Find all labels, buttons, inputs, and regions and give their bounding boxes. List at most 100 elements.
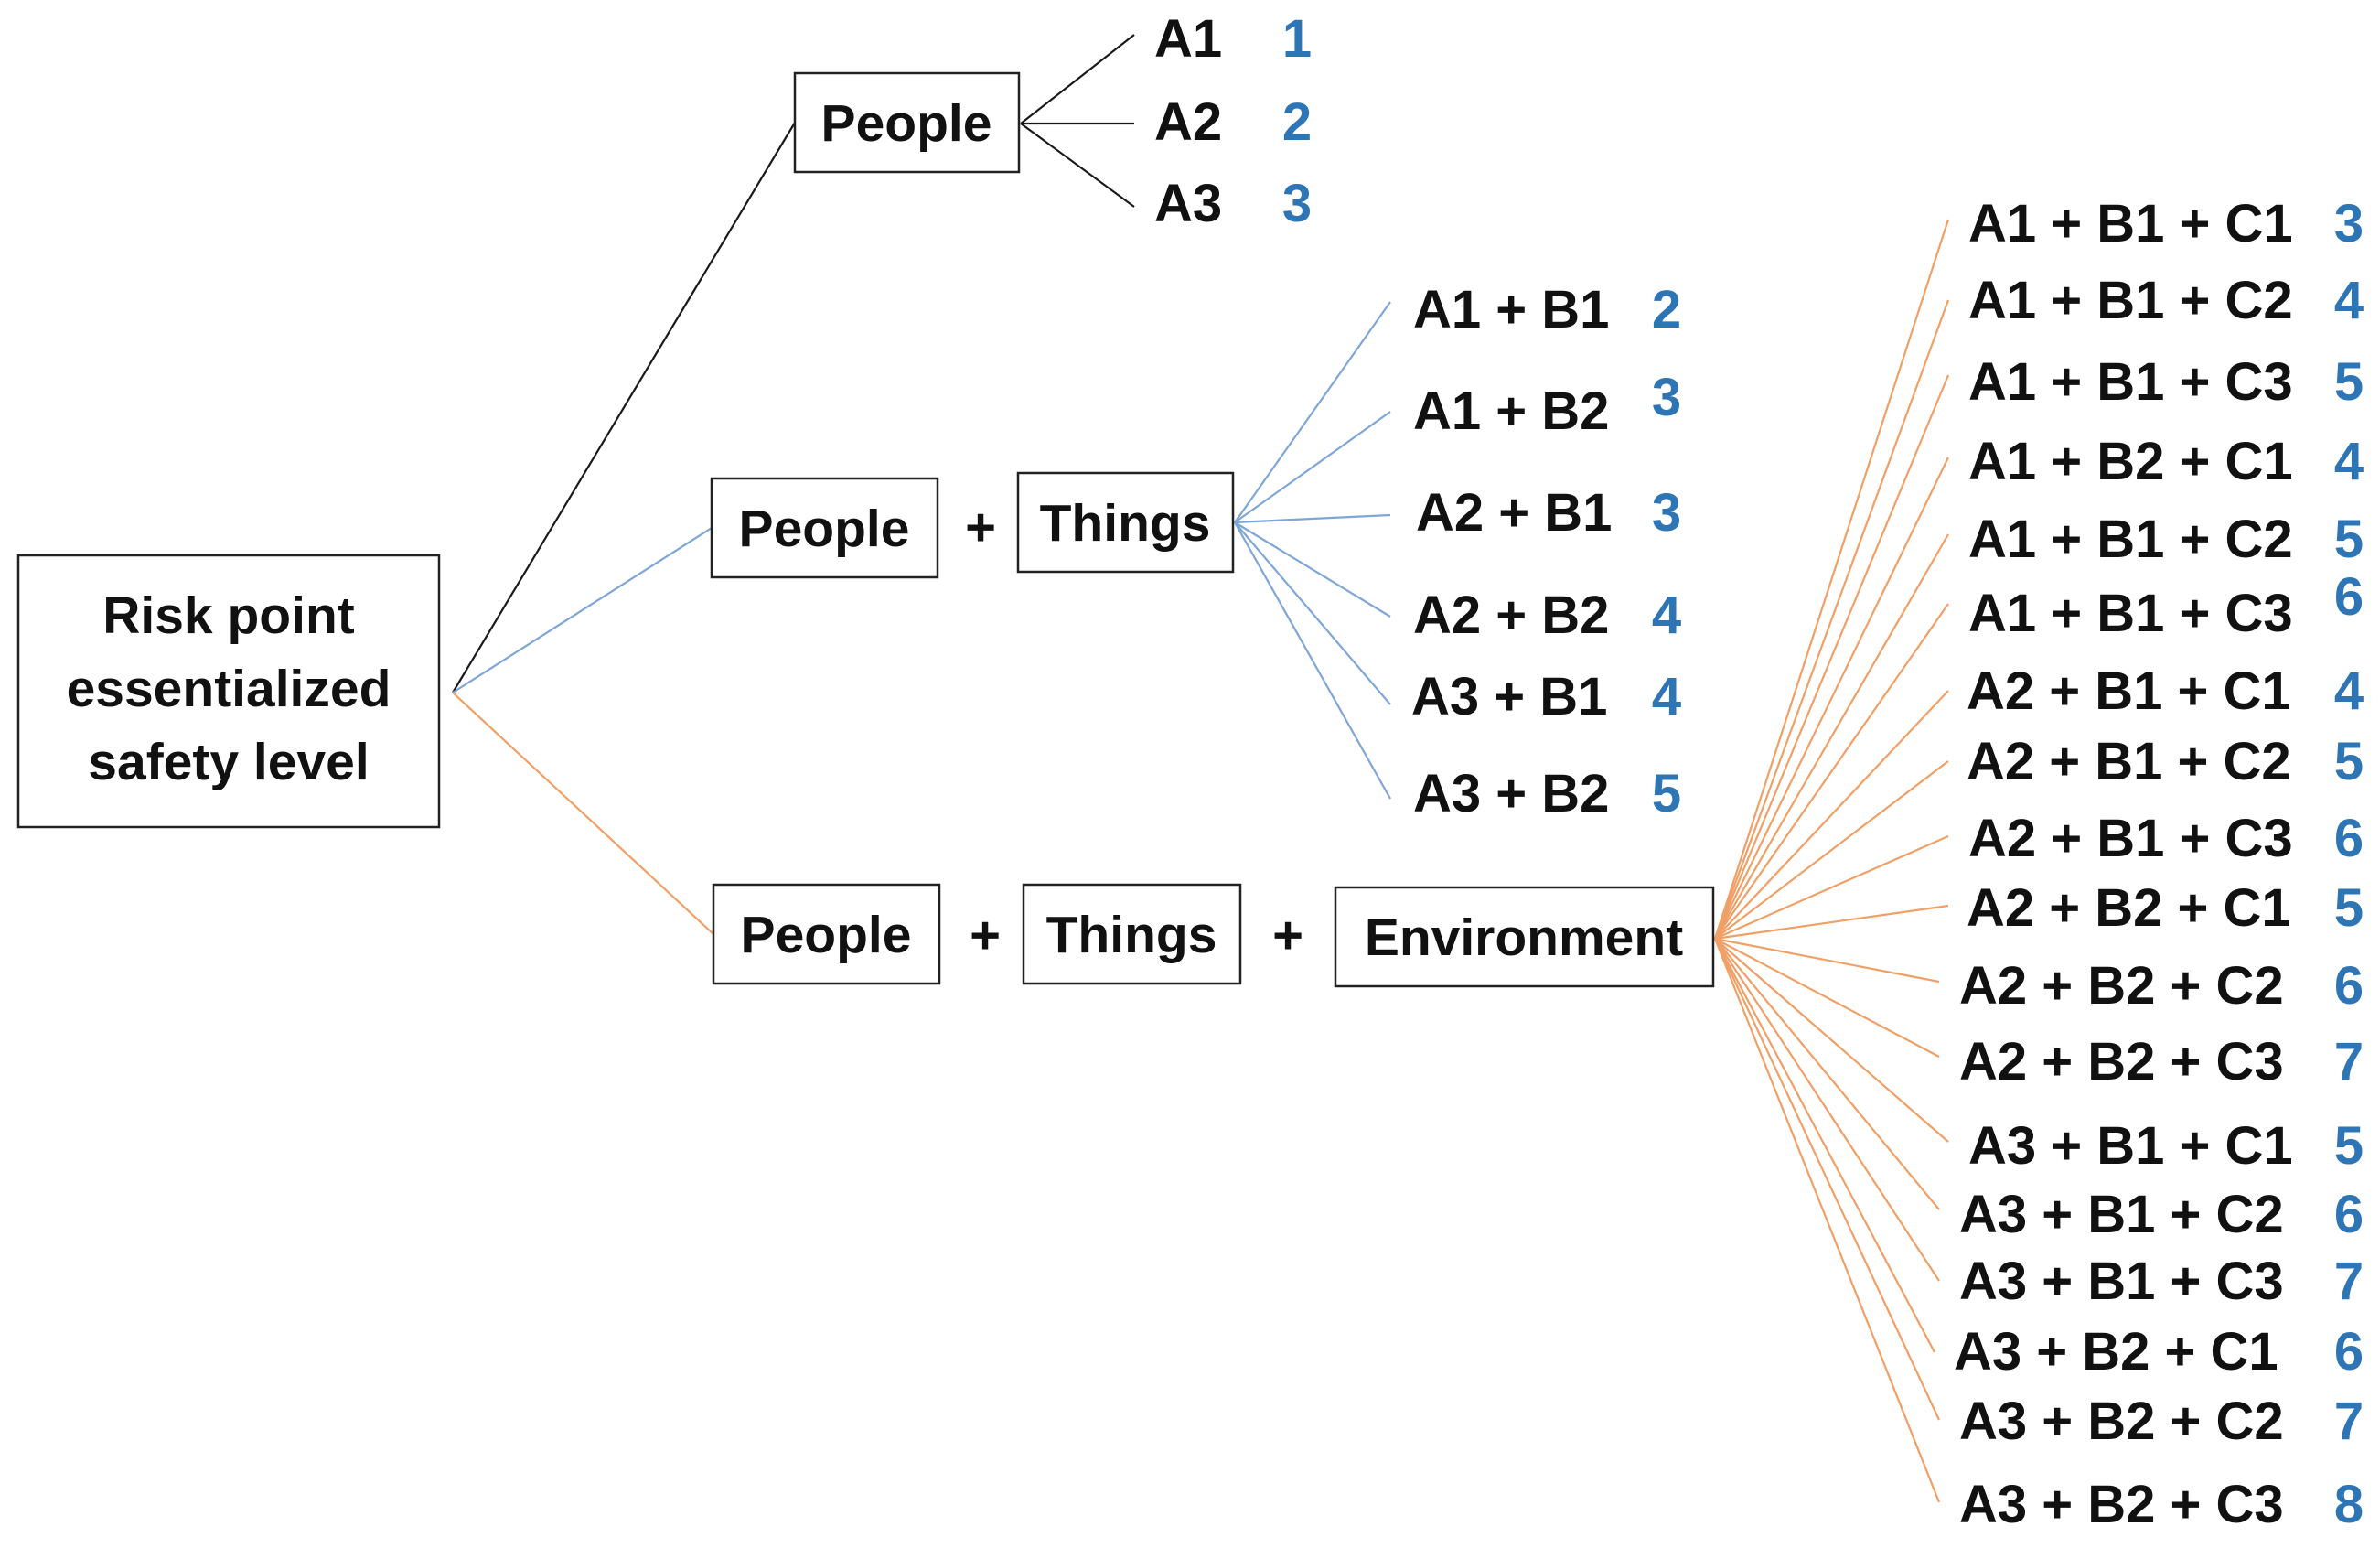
people-things-environment-leaf-line (1713, 374, 1950, 940)
people-things-environment-leaf-line (1714, 938, 1940, 1210)
branch-people-things: People + Things (710, 471, 1235, 579)
people-things-leaf-line (1234, 301, 1391, 523)
leaf-score: 7 (2334, 1392, 2364, 1451)
leaf-score: 7 (2334, 1032, 2364, 1091)
leaf-label: A2 + B1 (1416, 483, 1612, 543)
root-line-1: Risk point (102, 586, 355, 645)
leaf-label: A1 + B2 (1413, 382, 1609, 441)
leaf-label: A1 + B1 + C2 (1968, 271, 2293, 330)
leaf-score: 5 (1652, 764, 1681, 823)
people-things-environment-leaf-line (1714, 760, 1949, 940)
leaf-score: 4 (1652, 586, 1681, 645)
people-things-environment-leaf-line (1714, 938, 1940, 1282)
leaf-score: 6 (2334, 1185, 2364, 1244)
leaf-label: A3 + B1 (1411, 667, 1607, 726)
root-box (16, 554, 441, 829)
leaf-score: 6 (2334, 567, 2364, 627)
people-things-environment-leaf-line (1713, 219, 1950, 940)
root-to-people-things-line (452, 527, 713, 693)
people-things-environment-leaf-line (1714, 904, 1949, 941)
people-things-environment-leaf-line (1714, 533, 1949, 940)
leaf-score: 2 (1652, 280, 1681, 339)
leaf-score: 2 (1282, 92, 1312, 152)
leaf-score: 1 (1282, 9, 1312, 69)
leaf-score: 6 (2334, 809, 2364, 868)
things-box-label: Things (1046, 906, 1217, 964)
root-to-people-line (452, 122, 796, 693)
leaf-score: 3 (1652, 368, 1681, 427)
leaf-label: A1 (1154, 9, 1222, 69)
people-box-label: People (739, 500, 910, 558)
leaf-score: 3 (1282, 174, 1312, 233)
leaf-score: 7 (2334, 1252, 2364, 1311)
leaf-score: 5 (2334, 510, 2364, 569)
leaf-label: A3 + B1 + C1 (1968, 1116, 2293, 1176)
leaf-score: 5 (2334, 878, 2364, 938)
leaf-score: 4 (2334, 432, 2364, 491)
connector-lines (452, 34, 1950, 1503)
root-node: Risk point essentialized safety level (16, 554, 441, 829)
things-box (1016, 471, 1235, 574)
leaf-score: 3 (1652, 483, 1681, 543)
leaf-label: A3 + B2 + C3 (1959, 1475, 2284, 1534)
people-things-leaf-line (1234, 513, 1391, 524)
people-things-environment-leaf-line (1714, 690, 1949, 940)
leaf-score: 4 (2334, 271, 2364, 330)
leaf-label: A2 (1154, 92, 1222, 152)
leaf-score: 5 (2334, 352, 2364, 412)
leaf-label: A2 + B2 (1413, 586, 1609, 645)
people-box (793, 71, 1021, 174)
environment-box-label: Environment (1365, 908, 1683, 967)
branch-people-things-environment: People + Things + Environment (712, 883, 1715, 988)
leaf-label: A2 + B2 + C3 (1959, 1032, 2284, 1091)
people-things-environment-leaf-line (1714, 834, 1949, 941)
leaf-label: A3 + B2 + C1 (1954, 1322, 2278, 1381)
things-box (1022, 883, 1242, 985)
people-things-leaf-line (1234, 521, 1391, 618)
people-things-environment-leaf-line (1713, 938, 1941, 1503)
plus-operator: + (1272, 906, 1303, 965)
leaf-label: A1 + B1 + C2 (1968, 510, 2293, 569)
people-things-environment-leaf-line (1714, 937, 1940, 984)
leaf-label: A3 + B1 + C3 (1959, 1252, 2284, 1311)
leaf-score: 6 (2334, 956, 2364, 1016)
root-line-2: essentialized (67, 660, 391, 718)
people-things-environment-leaf-line (1714, 938, 1940, 1421)
leaf-label: A1 + B1 + C1 (1968, 194, 2293, 253)
people-box (712, 883, 941, 985)
people-things-environment-leaf-line (1713, 299, 1950, 940)
leaf-label: A3 + B1 + C2 (1959, 1185, 2284, 1244)
branch-people: People (793, 71, 1021, 174)
leaf-label: A2 + B1 + C1 (1967, 661, 2291, 721)
leaf-score: 6 (2334, 1322, 2364, 1381)
leaf-score: 3 (2334, 194, 2364, 253)
people-box-label: People (741, 906, 912, 964)
leaf-score: 5 (2334, 732, 2364, 791)
people-box-label: People (821, 94, 992, 153)
people-things-environment-leaf-line (1714, 938, 1940, 1058)
leaf-label: A1 + B1 + C3 (1968, 352, 2293, 412)
people-things-environment-leaf-line (1714, 603, 1949, 940)
people-things-leaf-line (1234, 521, 1391, 800)
leaf-label: A1 + B1 (1413, 280, 1609, 339)
people-things-leaf-line (1234, 521, 1391, 705)
leaf-label: A2 + B2 + C2 (1959, 956, 2284, 1016)
root-to-people-things-environment-line (452, 692, 714, 935)
people-leaf-line (1020, 123, 1135, 208)
things-box-label: Things (1040, 494, 1211, 553)
people-things-leaf-line (1234, 411, 1391, 523)
leaf-score: 4 (2334, 661, 2364, 721)
plus-operator: + (965, 498, 996, 557)
leaf-label: A1 + B2 + C1 (1968, 432, 2293, 491)
root-line-3: safety level (88, 733, 369, 791)
leaf-score: 4 (1652, 667, 1681, 726)
people-things-environment-leaf-line (1714, 938, 1949, 1143)
leaf-label: A2 + B1 + C2 (1967, 732, 2291, 791)
people-things-environment-leaf-line (1714, 457, 1949, 940)
leaf-label: A2 + B2 + C1 (1967, 878, 2291, 938)
leaf-label: A3 (1154, 174, 1222, 233)
leaf-label: A2 + B1 + C3 (1968, 809, 2293, 868)
environment-box (1334, 886, 1715, 988)
people-box (710, 477, 939, 579)
